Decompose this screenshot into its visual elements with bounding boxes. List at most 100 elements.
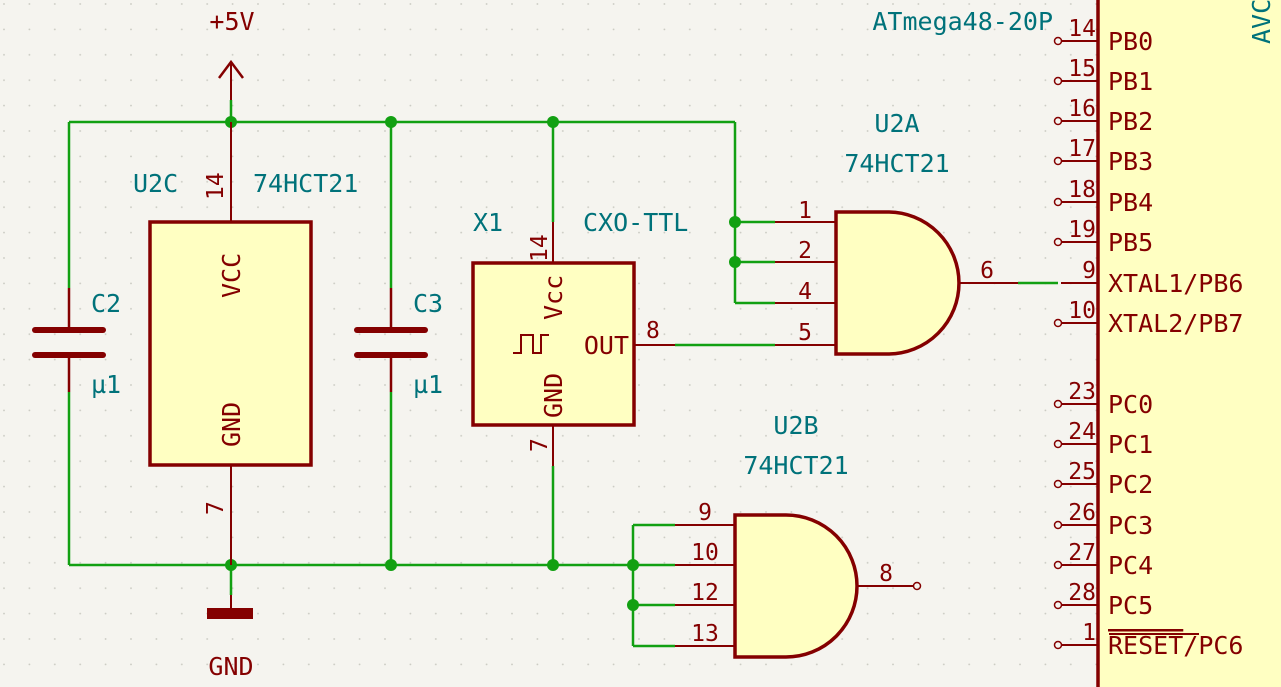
mcu-pin-name: RESET/PC6 <box>1108 631 1243 660</box>
junction-dot <box>385 559 397 571</box>
mcu-pin-number: 26 <box>1068 500 1096 526</box>
u2a-pin-in: 1 <box>798 198 812 224</box>
unconnected-pin-icon <box>1053 439 1063 449</box>
junction-dot <box>729 256 741 268</box>
mcu-pin-name: PB1 <box>1108 67 1153 96</box>
x1-pin-gnd-num: 7 <box>527 438 553 452</box>
mcu-pin[interactable]: 18 PB4 <box>1053 177 1154 217</box>
c2-ref: C2 <box>91 289 121 318</box>
u2c-pin-vcc-name: VCC <box>217 253 246 298</box>
c2-value: µ1 <box>91 370 121 399</box>
mcu-pin[interactable]: 15 PB1 <box>1053 56 1154 96</box>
mcu-pin-name: PB0 <box>1108 27 1153 56</box>
x1-pin-out-num: 8 <box>646 318 660 344</box>
mcu-pin-number: 10 <box>1068 298 1096 324</box>
junction-dot <box>547 116 559 128</box>
mcu-pin-name: PB4 <box>1108 188 1153 217</box>
mcu-pin-number: 1 <box>1082 620 1096 646</box>
x1-value: CXO-TTL <box>583 208 688 237</box>
mcu-pin-name: XTAL2/PB7 <box>1108 309 1243 338</box>
u2c-ref: U2C <box>133 169 178 198</box>
unconnected-pin-icon <box>1053 36 1063 46</box>
mcu-pin-name: XTAL1/PB6 <box>1108 269 1243 298</box>
vcc-label: +5V <box>209 7 254 36</box>
mcu-pin-name: PC0 <box>1108 390 1153 419</box>
junction-dot <box>627 599 639 611</box>
junction-dot <box>729 216 741 228</box>
unconnected-pin-icon <box>912 581 922 591</box>
gate-u2a[interactable]: U2A 74HCT21 1 2 4 5 6 <box>775 109 1018 356</box>
u2c-pin-gnd-num: 7 <box>203 501 229 515</box>
u2c-pin-gnd-name: GND <box>217 402 246 447</box>
power-vcc-symbol[interactable]: +5V <box>209 7 255 100</box>
mcu-pin[interactable]: 27 PC4 <box>1053 540 1154 580</box>
u2a-pin-in: 5 <box>798 320 812 346</box>
junction-dot <box>547 559 559 571</box>
c3-ref: C3 <box>413 289 443 318</box>
unconnected-pin-icon <box>1053 600 1063 610</box>
mcu-pin[interactable]: 9 XTAL1/PB6 <box>1061 258 1243 298</box>
unconnected-pin-icon <box>1053 560 1063 570</box>
u2b-pin-out: 8 <box>879 561 893 587</box>
mcu-pin-number: 27 <box>1068 540 1096 566</box>
mcu-pin-number: 25 <box>1068 459 1096 485</box>
x1-ref: X1 <box>473 208 503 237</box>
u2a-pin-in: 4 <box>798 279 812 305</box>
u2b-value: 74HCT21 <box>743 451 848 480</box>
mcu-pin-number: 9 <box>1082 258 1096 284</box>
mcu-pin-name: PC4 <box>1108 551 1153 580</box>
x1-pin-vcc-name: Vcc <box>539 275 568 320</box>
x1-pin-vcc-num: 14 <box>527 234 553 262</box>
square-wave-icon <box>513 334 549 354</box>
oscillator-x1[interactable]: X1 CXO-TTL 14 Vcc GND 7 OUT 8 <box>471 208 688 466</box>
u2a-value: 74HCT21 <box>844 149 949 178</box>
ground-bar-icon <box>207 608 253 619</box>
unconnected-pin-icon <box>1053 197 1063 207</box>
u2a-pin-in: 2 <box>798 238 812 264</box>
mcu-pin-number: 15 <box>1068 56 1096 82</box>
capacitor-c3[interactable]: C3 µ1 <box>354 288 443 399</box>
mcu-pin[interactable]: 25 PC2 <box>1053 459 1154 499</box>
gate-u2b[interactable]: U2B 74HCT21 9 10 12 13 8 <box>675 411 922 659</box>
x1-pin-gnd-name: GND <box>539 373 568 418</box>
mcu-pin-name: PC5 <box>1108 591 1153 620</box>
unconnected-pin-icon <box>1053 479 1063 489</box>
u2a-pin-out: 6 <box>980 258 994 284</box>
and-gate-icon <box>834 210 961 356</box>
mcu-pin[interactable]: 10 XTAL2/PB7 <box>1053 298 1244 338</box>
gate-u2c-power[interactable]: U2C 74HCT21 14 VCC GND 7 <box>133 122 358 565</box>
unconnected-pin-icon <box>1053 318 1063 328</box>
junction-dot <box>627 559 639 571</box>
unconnected-pin-icon <box>1053 640 1063 650</box>
x1-body <box>471 261 636 427</box>
mcu-pin-name: PB5 <box>1108 228 1153 257</box>
wires <box>67 100 1058 648</box>
power-gnd-symbol[interactable]: GND <box>207 595 254 681</box>
u2b-pin-in: 9 <box>698 500 712 526</box>
u2c-value: 74HCT21 <box>253 169 358 198</box>
capacitor-c2[interactable]: C2 µ1 <box>32 288 121 399</box>
mcu-pin-name: PB3 <box>1108 147 1153 176</box>
gnd-label: GND <box>208 652 253 681</box>
mcu-pin-number: 23 <box>1068 379 1096 405</box>
mcu-pin-name: PB2 <box>1108 107 1153 136</box>
mcu-pin[interactable]: 1 RESET/PC6 <box>1053 620 1244 660</box>
mcu-pin[interactable]: 23 PC0 <box>1053 379 1154 419</box>
u2b-pin-in: 13 <box>691 621 719 647</box>
mcu-pin-number: 18 <box>1068 177 1096 203</box>
u2c-body <box>148 220 313 467</box>
unconnected-pin-icon <box>1053 116 1063 126</box>
c3-value: µ1 <box>413 370 443 399</box>
u2b-pin-in: 12 <box>691 580 719 606</box>
mcu-pin-name: PC2 <box>1108 470 1153 499</box>
mcu-pin-name: PC1 <box>1108 430 1153 459</box>
